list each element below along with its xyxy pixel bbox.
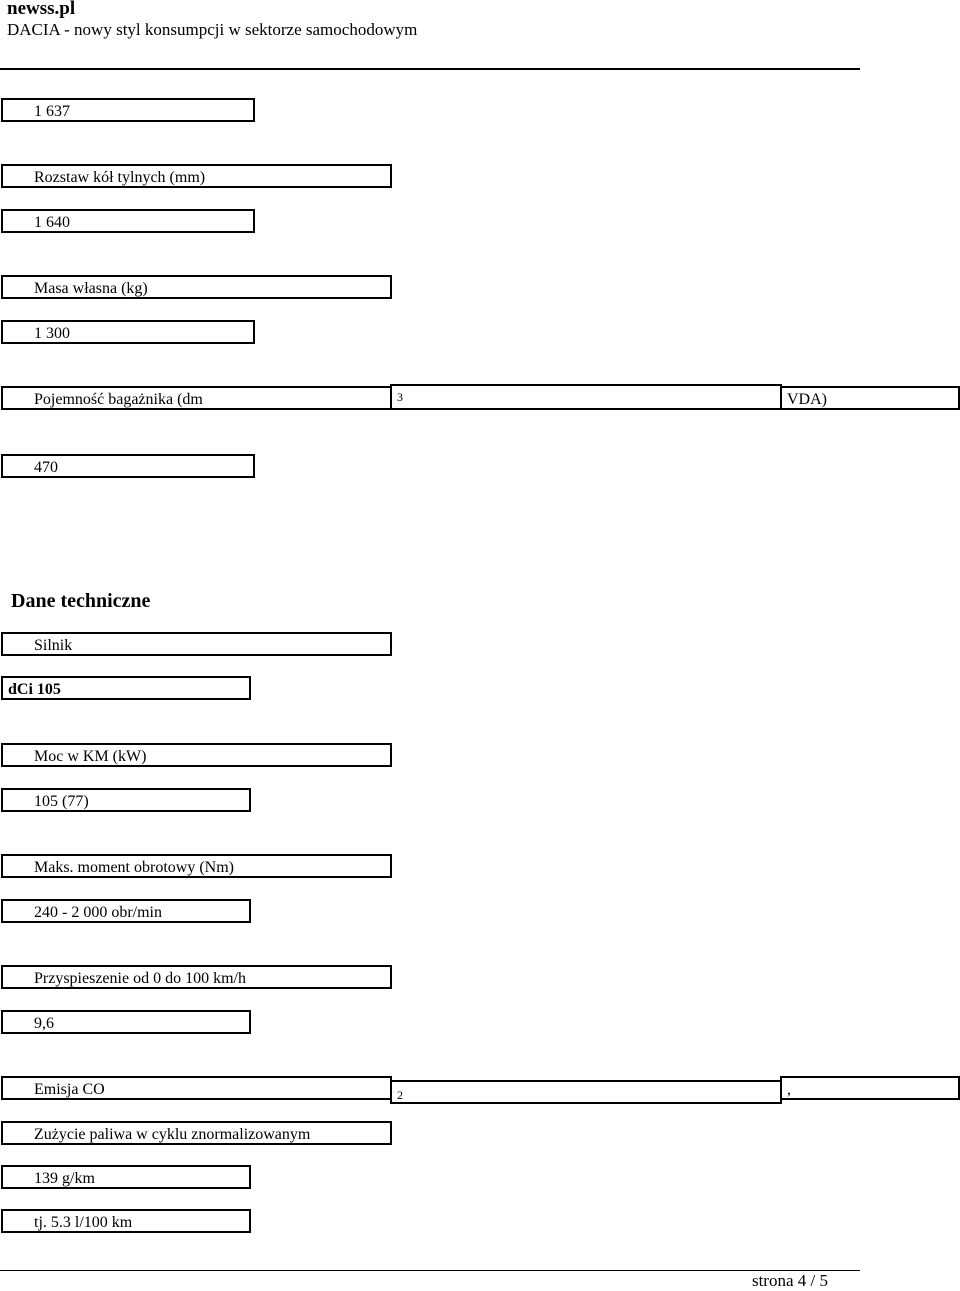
fuel-consumption-value: tj. 5.3 l/100 km: [1, 1209, 251, 1233]
torque-label: Maks. moment obrotowy (Nm): [1, 854, 392, 878]
power-value: 105 (77): [1, 788, 251, 812]
co2-emission-label: Emisja CO: [1, 1076, 392, 1100]
co2-emission-value: 139 g/km: [1, 1165, 251, 1189]
acceleration-value: 9,6: [1, 1010, 251, 1034]
torque-value: 240 - 2 000 obr/min: [1, 899, 251, 923]
track-rear-label: Rozstaw kół tylnych (mm): [1, 164, 392, 188]
site-name: newss.pl: [7, 0, 76, 19]
co2-subscript: 2: [390, 1080, 782, 1104]
co2-emission-suffix: ,: [780, 1076, 960, 1100]
acceleration-label: Przyspieszenie od 0 do 100 km/h: [1, 965, 392, 989]
track-front-value: 1 637: [1, 98, 255, 122]
engine-label: Silnik: [1, 632, 392, 656]
trunk-capacity-value: 470: [1, 454, 255, 478]
track-rear-value: 1 640: [1, 209, 255, 233]
fuel-consumption-label: Zużycie paliwa w cyklu znormalizowanym: [1, 1121, 392, 1145]
curb-weight-label: Masa własna (kg): [1, 275, 392, 299]
document-subtitle: DACIA - nowy styl konsumpcji w sektorze …: [7, 20, 418, 39]
page-number: strona 4 / 5: [751, 1271, 828, 1290]
power-label: Moc w KM (kW): [1, 743, 392, 767]
trunk-capacity-suffix: VDA): [780, 386, 960, 410]
trunk-capacity-label: Pojemność bagażnika (dm: [1, 386, 392, 410]
section-title-technical-data: Dane techniczne: [11, 590, 151, 612]
engine-value: dCi 105: [1, 676, 251, 700]
trunk-capacity-unit-superscript: 3: [390, 384, 782, 410]
footer-rule: [0, 1270, 860, 1271]
header-rule: [0, 68, 860, 70]
curb-weight-value: 1 300: [1, 320, 255, 344]
